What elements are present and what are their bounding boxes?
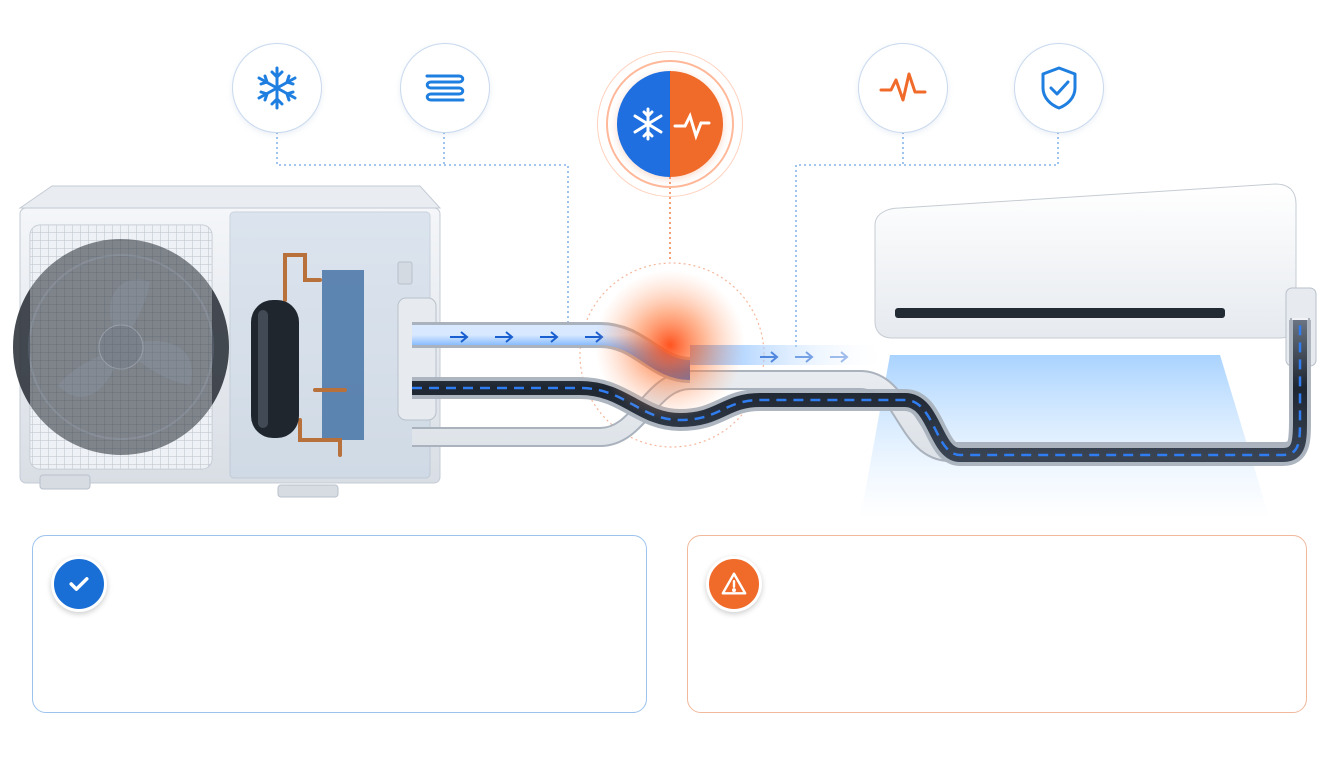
correct-installation-panel (32, 535, 647, 713)
snowflake-icon-badge (232, 43, 322, 133)
coil-icon-badge (400, 43, 490, 133)
indoor-unit (860, 184, 1316, 520)
incorrect-installation-panel (687, 535, 1307, 713)
pipe-wall-plate (398, 298, 436, 420)
check-icon (51, 556, 107, 612)
shield-icon-badge (1014, 43, 1104, 133)
outdoor-unit (13, 186, 440, 497)
coil-icon (419, 62, 471, 114)
shield-check-icon (1033, 62, 1085, 114)
warning-icon (706, 556, 762, 612)
pulse-icon-badge (858, 43, 948, 133)
hot-spot-glow (595, 270, 745, 420)
cold-heat-icon (617, 71, 723, 177)
pulse-icon (877, 62, 929, 114)
snowflake-icon (251, 62, 303, 114)
